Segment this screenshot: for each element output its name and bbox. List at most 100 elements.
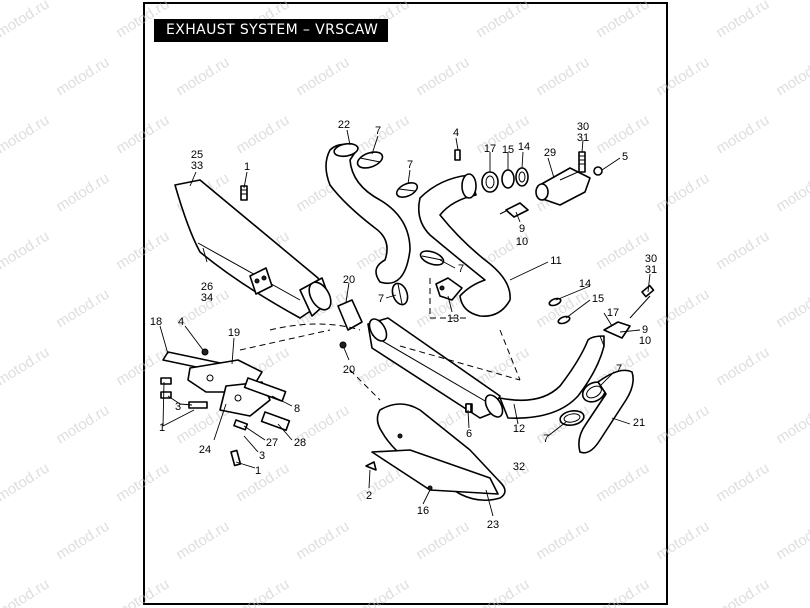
watermark-text: motod.ru [713, 228, 772, 274]
callout-33: 33 [191, 160, 203, 172]
callout-31: 31 [645, 264, 657, 276]
watermark-text: motod.ru [533, 518, 592, 564]
callout-1: 1 [159, 422, 165, 434]
rear-gaskets [481, 167, 529, 193]
bracket-small-parts [160, 348, 249, 467]
watermark-text: motod.ru [0, 0, 52, 41]
callout-29: 29 [544, 147, 556, 159]
callout-32: 32 [513, 461, 525, 473]
watermark-text: motod.ru [113, 228, 172, 274]
watermark-text: motod.ru [0, 228, 52, 274]
watermark-text: motod.ru [773, 286, 810, 332]
watermark-text: motod.ru [173, 518, 232, 564]
bracket-13-dashes [429, 278, 470, 319]
watermark-text: motod.ru [0, 112, 52, 158]
callout-2: 2 [366, 490, 372, 502]
watermark-text: motod.ru [353, 576, 412, 608]
callout-14: 14 [579, 278, 591, 290]
callout-6: 6 [466, 428, 472, 440]
watermark-text: motod.ru [713, 576, 772, 608]
watermark-text: motod.ru [413, 518, 472, 564]
callout-3: 3 [175, 401, 181, 413]
callout-5: 5 [622, 151, 628, 163]
watermark-text: motod.ru [0, 460, 52, 506]
callout-7: 7 [458, 263, 464, 275]
watermark-text: motod.ru [53, 402, 112, 448]
watermark-text: motod.ru [593, 576, 652, 608]
upper-muffler [174, 179, 332, 319]
watermark-text: motod.ru [653, 54, 712, 100]
oxygen-sensor-front [499, 202, 529, 218]
callout-24: 24 [199, 444, 211, 456]
watermark-text: motod.ru [413, 54, 472, 100]
watermark-text: motod.ru [0, 576, 52, 608]
callout-18: 18 [150, 316, 162, 328]
callout-9: 9 [642, 324, 648, 336]
watermark-text: motod.ru [773, 170, 810, 216]
callout-16: 16 [417, 505, 429, 517]
watermark-text: motod.ru [773, 518, 810, 564]
exhaust-drawing [160, 142, 655, 502]
watermark-text: motod.ru [113, 112, 172, 158]
watermark-text: motod.ru [173, 54, 232, 100]
callout-1: 1 [255, 465, 261, 477]
callout-30: 30 [645, 253, 657, 265]
page-title: EXHAUST SYSTEM – VRSCAW [154, 19, 388, 42]
watermark-text: motod.ru [653, 286, 712, 332]
rear-lower-pipe [499, 335, 605, 419]
callout-9: 9 [519, 223, 525, 235]
watermark-text: motod.ru [533, 54, 592, 100]
callout-17: 17 [607, 307, 619, 319]
stud-30-31-top [578, 151, 586, 173]
heat-shield-16 [371, 449, 499, 495]
screw-2 [365, 461, 377, 471]
callout-30: 30 [577, 121, 589, 133]
callout-15: 15 [592, 293, 604, 305]
watermark-text: motod.ru [773, 402, 810, 448]
callout-10: 10 [516, 236, 528, 248]
watermark-text: motod.ru [293, 518, 352, 564]
callout-labels: 1 1 1 2 3 3 4 4 5 6 7 7 7 7 7 7 8 9 10 9… [150, 119, 657, 531]
callout-20: 20 [343, 364, 355, 376]
watermark-text: motod.ru [473, 0, 532, 41]
watermark-text: motod.ru [113, 460, 172, 506]
callout-7: 7 [616, 363, 622, 375]
clamp-d [391, 282, 409, 306]
watermark-text: motod.ru [653, 170, 712, 216]
callout-28: 28 [294, 437, 306, 449]
watermark-text: motod.ru [653, 518, 712, 564]
clamp-13 [435, 277, 463, 301]
watermark-text: motod.ru [713, 344, 772, 390]
callout-3: 3 [259, 450, 265, 462]
watermark-text: motod.ru [593, 460, 652, 506]
watermark-text: motod.ru [473, 576, 532, 608]
watermark-text: motod.ru [353, 112, 412, 158]
callout-26: 26 [201, 281, 213, 293]
callout-19: 19 [228, 327, 240, 339]
reference-dash-lines [239, 323, 521, 401]
callout-10: 10 [639, 335, 651, 347]
bolt-1-top [240, 185, 248, 201]
callout-11: 11 [550, 255, 561, 267]
clamp-f [559, 409, 585, 427]
callout-14: 14 [518, 141, 530, 153]
callout-7: 7 [407, 159, 413, 171]
watermark-text: motod.ru [593, 228, 652, 274]
watermark-text: motod.ru [53, 518, 112, 564]
watermark-text: motod.ru [53, 54, 112, 100]
callout-13: 13 [447, 313, 459, 325]
watermark-text: motod.ru [233, 460, 292, 506]
watermark-text: motod.ru [53, 286, 112, 332]
callout-22: 22 [338, 119, 350, 131]
callout-1: 1 [244, 161, 250, 173]
callout-34: 34 [201, 292, 213, 304]
watermark-text: motod.ru [533, 286, 592, 332]
bracket-29 [535, 167, 591, 206]
callout-23: 23 [487, 519, 499, 531]
nut-5 [593, 166, 603, 176]
watermark-text: motod.ru [113, 576, 172, 608]
callout-7: 7 [378, 293, 384, 305]
callout-8: 8 [294, 403, 300, 415]
callout-12: 12 [513, 423, 525, 435]
